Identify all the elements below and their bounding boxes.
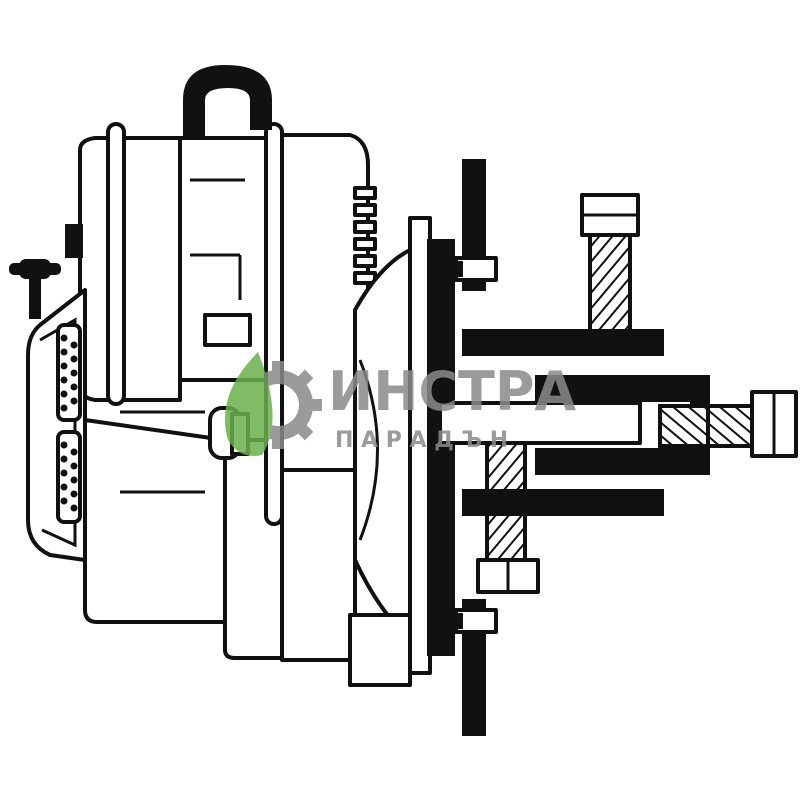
puller-bar-bottom bbox=[462, 489, 664, 516]
cooling-vents bbox=[56, 323, 82, 524]
center-shaft bbox=[438, 401, 642, 445]
leaf-icon bbox=[224, 352, 273, 456]
upper-screw bbox=[580, 193, 640, 347]
top-hose bbox=[183, 65, 272, 138]
forcing-screw bbox=[658, 390, 798, 458]
terminal-post bbox=[65, 224, 83, 258]
alternator-body bbox=[9, 65, 455, 687]
clamp-ring-left bbox=[106, 122, 126, 406]
pulley-hub bbox=[427, 239, 455, 656]
watermark-line-2: П А Р А Д Ъ Н bbox=[335, 428, 508, 453]
watermark-logo: ИНСТРА П А Р А Д Ъ Н bbox=[224, 352, 576, 456]
puller-tool bbox=[438, 159, 798, 736]
gear-tooth bbox=[272, 361, 284, 375]
gear-tooth bbox=[308, 399, 322, 411]
gear-tooth bbox=[272, 435, 284, 449]
front-fins bbox=[353, 186, 377, 285]
puller-yoke bbox=[535, 375, 710, 475]
watermark-line-1: ИНСТРА bbox=[328, 360, 576, 423]
rear-end-cap bbox=[78, 136, 182, 402]
puller-bar-top bbox=[462, 329, 664, 356]
pulley-flange bbox=[348, 613, 412, 687]
clamp-ring-right bbox=[264, 122, 284, 526]
terminal-knob bbox=[9, 259, 61, 319]
gear-tooth bbox=[294, 421, 314, 441]
gear-tooth bbox=[294, 369, 314, 389]
